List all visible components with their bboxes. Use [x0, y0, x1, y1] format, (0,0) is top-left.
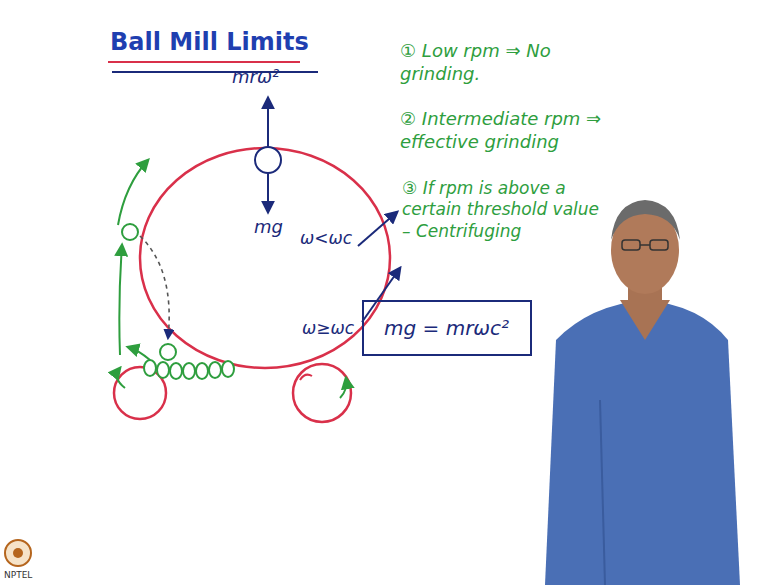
logo-emblem: [13, 548, 23, 558]
ball: [160, 344, 176, 360]
equation: mg = mrωc²: [384, 316, 510, 340]
motion-arrow: [119, 245, 122, 355]
condition-label: ω≥ωc: [302, 318, 354, 339]
trajectory: [140, 236, 169, 338]
roller: [293, 364, 351, 422]
equation-box: mg = mrωc²: [362, 300, 532, 356]
note: ③ If rpm is above a certain threshold va…: [402, 178, 607, 242]
title: Ball Mill Limits: [110, 28, 309, 56]
title-underline: [108, 61, 300, 63]
force-label: mrω²: [232, 66, 279, 89]
rotation-mark: [300, 375, 312, 380]
motion-arrow: [128, 347, 150, 360]
condition-arrow: [362, 268, 400, 322]
logo-emblem: [5, 540, 31, 566]
note: ① Low rpm ⇒ No grinding.: [400, 40, 600, 85]
force-label: mg: [254, 216, 283, 239]
mill-shell: [140, 148, 390, 368]
ball: [255, 147, 281, 173]
rotation-arrow: [117, 368, 125, 388]
rotation-arrow: [340, 378, 346, 398]
ball: [122, 224, 138, 240]
presenter: [545, 200, 740, 585]
motion-arrow: [118, 160, 148, 225]
title-underline: [112, 71, 318, 73]
force-arrow: [267, 98, 269, 147]
ball-charge: [144, 360, 234, 379]
watermark: NPTEL: [4, 570, 32, 581]
condition-label: ω<ωc: [300, 228, 352, 249]
note: ② Intermediate rpm ⇒ effective grinding: [400, 108, 615, 153]
condition-arrow: [358, 212, 397, 246]
force-arrow: [267, 173, 269, 212]
